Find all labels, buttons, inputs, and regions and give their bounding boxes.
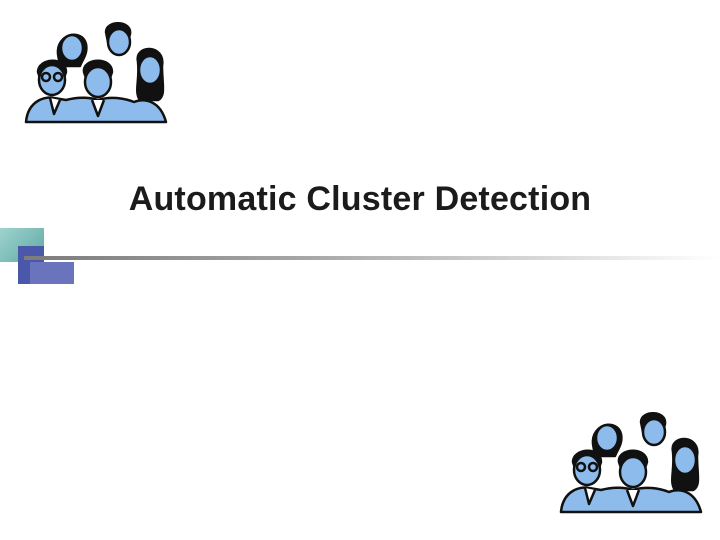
title-underline-rule <box>24 256 720 260</box>
people-group-icon <box>559 412 703 514</box>
people-group-icon <box>24 22 168 124</box>
slide-title: Automatic Cluster Detection <box>128 180 592 218</box>
accent-block-blue-light <box>30 262 74 284</box>
